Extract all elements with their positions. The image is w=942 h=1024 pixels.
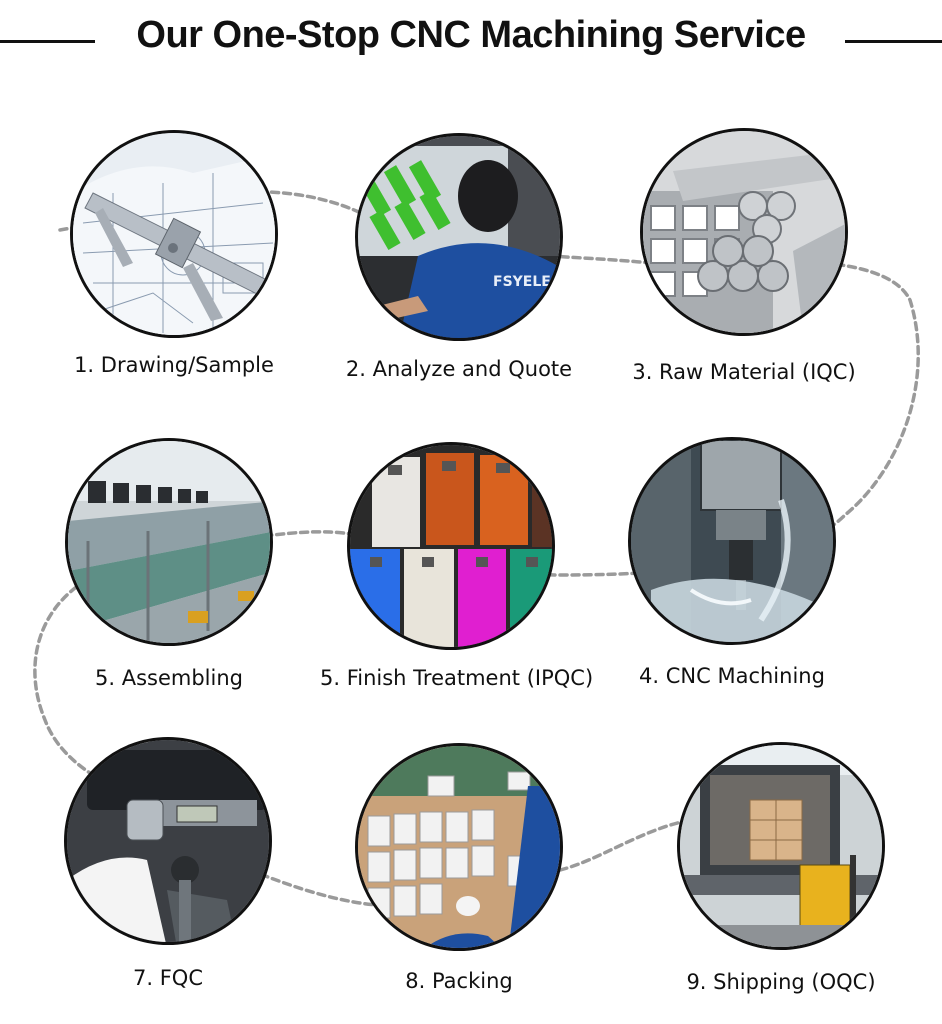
step-label: 2. Analyze and Quote bbox=[345, 357, 573, 381]
packing-image bbox=[355, 743, 563, 951]
fqc-inspection-image bbox=[64, 737, 272, 945]
step-label: 8. Packing bbox=[405, 969, 513, 993]
title-rule-left bbox=[0, 40, 95, 43]
step-label: 9. Shipping (OQC) bbox=[686, 970, 876, 994]
cnc-machining-image bbox=[628, 437, 836, 645]
page-title: Our One-Stop CNC Machining Service bbox=[136, 14, 806, 56]
shipping-container-image bbox=[677, 742, 885, 950]
engineer-at-computer-image: FSYELEC bbox=[355, 133, 563, 341]
step-label: 1. Drawing/Sample bbox=[74, 353, 274, 377]
step-label: 5. Assembling bbox=[95, 666, 243, 690]
raw-material-image bbox=[640, 128, 848, 336]
svg-text:FSYELEC: FSYELEC bbox=[493, 274, 561, 290]
step-label: 7. FQC bbox=[133, 966, 203, 990]
finish-treatment-image bbox=[347, 442, 555, 650]
step-label: 3. Raw Material (IQC) bbox=[632, 360, 856, 384]
step-label: 5. Finish Treatment (IPQC) bbox=[320, 666, 594, 690]
step-label: 4. CNC Machining bbox=[639, 664, 825, 688]
title-bar: Our One-Stop CNC Machining Service bbox=[0, 0, 942, 80]
drawing-sample-image bbox=[70, 130, 278, 338]
assembly-line-image bbox=[65, 438, 273, 646]
title-rule-right bbox=[845, 40, 942, 43]
